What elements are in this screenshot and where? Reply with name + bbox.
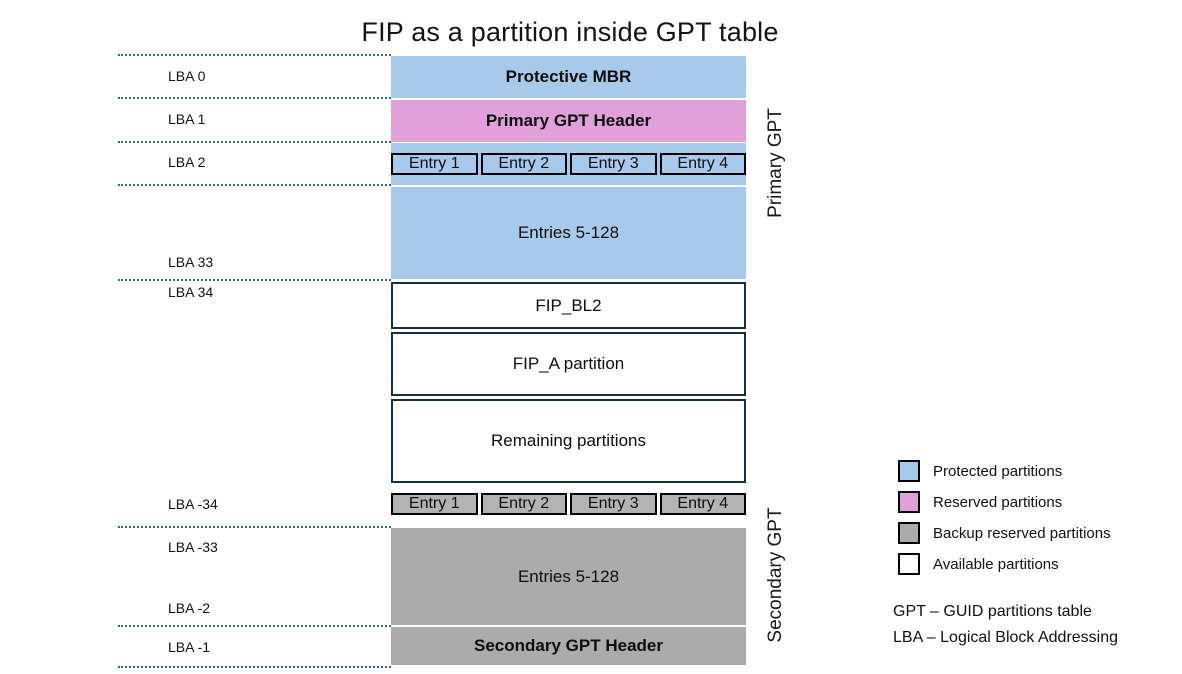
lba-divider (118, 141, 391, 143)
block-secondary-entry-row: Entry 1 Entry 2 Entry 3 Entry 4 (391, 482, 746, 525)
lba-divider (118, 54, 391, 56)
available-swatch-icon (898, 553, 920, 575)
legend-item-reserved: Reserved partitions (898, 491, 1111, 513)
secondary-entry-4: Entry 4 (659, 492, 746, 515)
legend: Protected partitions Reserved partitions… (898, 460, 1111, 575)
lba-divider (118, 526, 391, 528)
lba-label-2: LBA 2 (168, 154, 206, 170)
legend-item-available: Available partitions (898, 553, 1111, 575)
lba-label-0: LBA 0 (168, 68, 206, 84)
secondary-entry-3: Entry 3 (570, 492, 657, 515)
reserved-swatch-icon (898, 491, 920, 513)
backup-swatch-icon (898, 522, 920, 544)
legend-label: Protected partitions (933, 462, 1063, 480)
block-fip-bl2: FIP_BL2 (391, 282, 746, 329)
primary-entry-2: Entry 2 (480, 153, 567, 175)
lba-divider (118, 666, 391, 668)
lba-label-33: LBA 33 (168, 254, 214, 270)
lba-divider (118, 279, 391, 281)
block-protective-mbr: Protective MBR (391, 56, 746, 98)
lba-divider (118, 97, 391, 99)
lba-divider (118, 625, 391, 627)
secondary-entry-2: Entry 2 (480, 492, 567, 515)
primary-gpt-side-label: Primary GPT (765, 108, 786, 218)
lba-label-1: LBA 1 (168, 111, 206, 127)
block-remaining-partitions: Remaining partitions (391, 399, 746, 483)
block-secondary-gpt-header: Secondary GPT Header (391, 627, 746, 665)
lba-label-neg33: LBA -33 (168, 539, 218, 555)
lba-label-34: LBA 34 (168, 284, 214, 300)
legend-label: Backup reserved partitions (933, 524, 1111, 542)
footnote-gpt: GPT – GUID partitions table (893, 603, 1092, 620)
diagram-title: FIP as a partition inside GPT table (361, 17, 779, 47)
protected-swatch-icon (898, 460, 920, 482)
block-secondary-entries-rest: Entries 5-128 (391, 528, 746, 625)
primary-entry-3: Entry 3 (570, 153, 657, 175)
block-primary-entry-row: Entry 1 Entry 2 Entry 3 Entry 4 (391, 143, 746, 185)
legend-item-backup: Backup reserved partitions (898, 522, 1111, 544)
block-primary-gpt-header: Primary GPT Header (391, 100, 746, 142)
legend-label: Reserved partitions (933, 493, 1063, 511)
lba-label-neg1: LBA -1 (168, 639, 211, 655)
lba-label-neg2: LBA -2 (168, 600, 211, 616)
lba-divider (118, 184, 391, 186)
footnote-lba: LBA – Logical Block Addressing (893, 629, 1119, 646)
primary-entry-1: Entry 1 (391, 153, 478, 175)
legend-label: Available partitions (933, 555, 1059, 573)
secondary-entry-1: Entry 1 (391, 492, 478, 515)
block-primary-entries-rest: Entries 5-128 (391, 187, 746, 279)
secondary-gpt-side-label: Secondary GPT (765, 507, 786, 643)
primary-entry-4: Entry 4 (659, 153, 746, 175)
block-fip-a-partition: FIP_A partition (391, 332, 746, 396)
lba-label-neg34: LBA -34 (168, 496, 218, 512)
legend-item-protected: Protected partitions (898, 460, 1111, 482)
